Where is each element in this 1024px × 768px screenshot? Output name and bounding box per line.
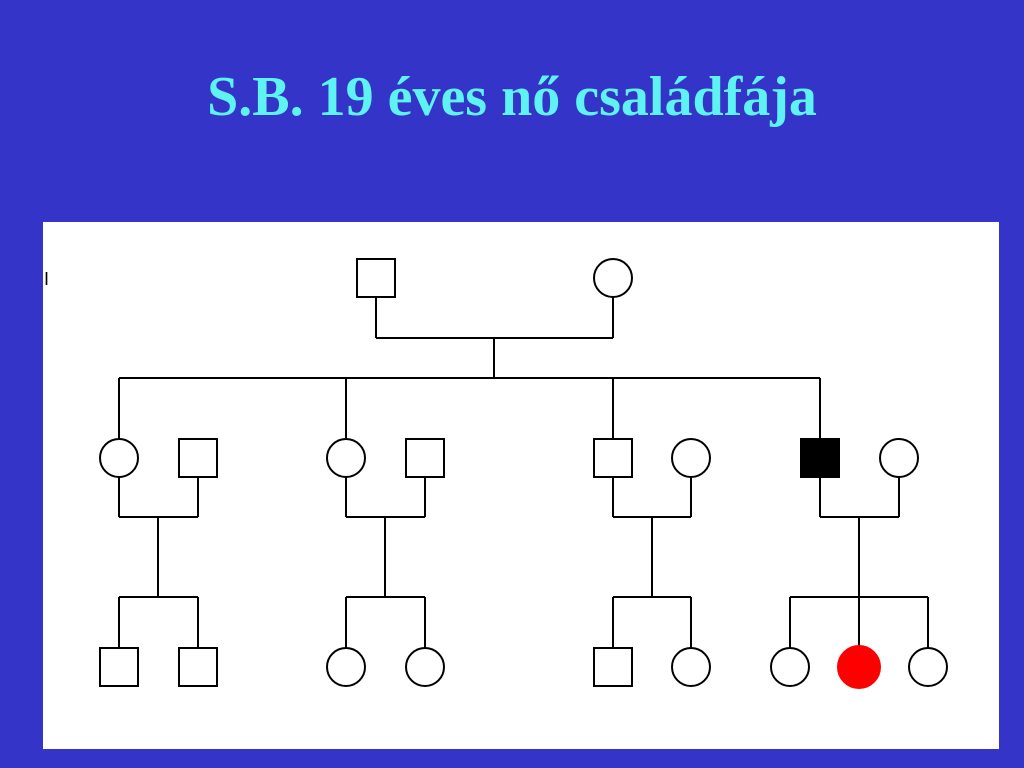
pedigree-panel: I bbox=[43, 222, 999, 749]
male-symbol bbox=[405, 438, 445, 478]
female-symbol bbox=[671, 647, 711, 687]
slide-title: S.B. 19 éves nő családfája bbox=[207, 66, 817, 128]
male-symbol bbox=[99, 647, 139, 687]
female-symbol bbox=[326, 647, 366, 687]
male-symbol bbox=[593, 438, 633, 478]
female-symbol bbox=[593, 258, 633, 298]
affected-male-symbol bbox=[800, 438, 840, 478]
male-symbol bbox=[178, 438, 218, 478]
male-symbol bbox=[356, 258, 396, 298]
female-symbol bbox=[908, 647, 948, 687]
female-symbol bbox=[99, 438, 139, 478]
male-symbol bbox=[178, 647, 218, 687]
female-symbol bbox=[326, 438, 366, 478]
female-symbol bbox=[405, 647, 445, 687]
pedigree-chart: I bbox=[44, 258, 948, 689]
generation-label: I bbox=[44, 269, 49, 289]
female-symbol bbox=[879, 438, 919, 478]
female-symbol bbox=[770, 647, 810, 687]
female-symbol bbox=[671, 438, 711, 478]
male-symbol bbox=[593, 647, 633, 687]
proband-female-symbol bbox=[837, 645, 881, 689]
pedigree-lines bbox=[118, 297, 929, 648]
pedigree-symbols bbox=[99, 258, 948, 689]
